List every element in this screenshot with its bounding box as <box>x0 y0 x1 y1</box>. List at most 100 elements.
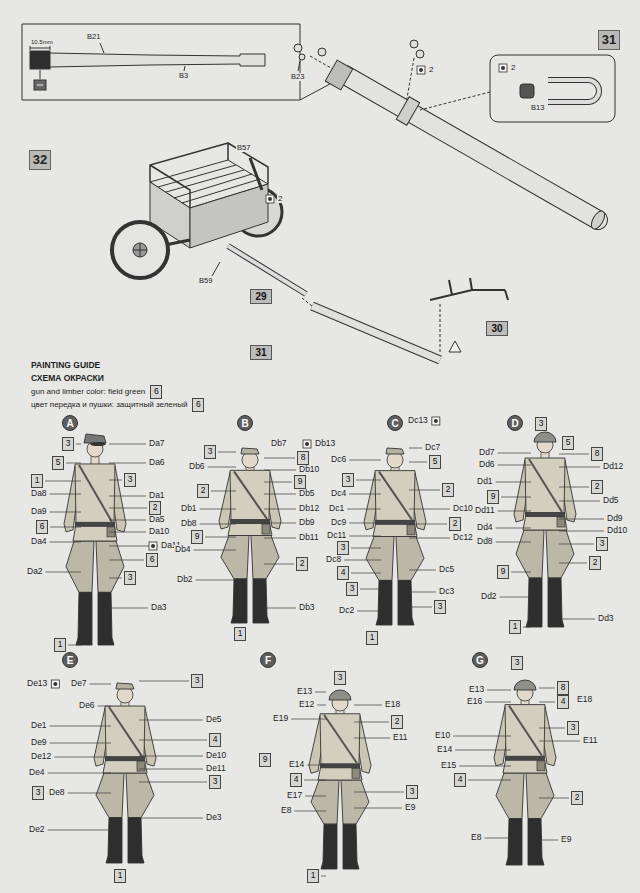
leader-line <box>68 793 111 794</box>
paint-number-box: 5 <box>52 456 64 469</box>
trail-part <box>312 306 440 360</box>
tunic <box>318 714 362 780</box>
boot <box>321 824 337 869</box>
leader-line <box>409 570 436 571</box>
part-label: De8 <box>48 788 66 797</box>
paint-number-box: 3 <box>209 775 221 788</box>
inset-frame <box>22 24 300 100</box>
belt <box>525 512 565 517</box>
boot <box>76 592 92 645</box>
node-text: 2 <box>446 484 451 494</box>
breeches <box>516 530 544 578</box>
node-text: 4 <box>341 567 346 577</box>
part-label: B59 <box>198 277 213 285</box>
leader-line <box>559 544 594 545</box>
node-text: 4 <box>213 734 218 744</box>
soldier-figure <box>309 690 371 869</box>
shackle <box>410 40 418 48</box>
part-label: E18 <box>576 695 593 704</box>
subassembly-box: 30 <box>486 321 507 336</box>
node-text: 3 <box>36 787 41 797</box>
part-label: Da9 <box>30 507 48 516</box>
part-label: E13 <box>296 687 313 696</box>
helmet <box>329 690 351 700</box>
leader-line <box>321 876 326 877</box>
node-text: 6 <box>154 386 159 396</box>
node-text: 9 <box>491 491 496 501</box>
leader-line <box>559 454 589 455</box>
paint-number-box: 4 <box>209 733 221 746</box>
limber-railing <box>150 143 268 208</box>
leader-line <box>559 619 595 620</box>
leader-line <box>360 589 381 590</box>
part-label: Dd2 <box>480 592 498 601</box>
icon-dot <box>268 197 272 201</box>
quantity-mark: 2 <box>277 195 283 204</box>
leader-line <box>109 480 122 481</box>
paint-number-box: 3 <box>124 571 136 584</box>
paint-number-box: 3 <box>334 671 346 684</box>
limber-pole-outline <box>228 246 306 294</box>
clip-outline <box>548 80 599 102</box>
part-label: E14 <box>436 745 453 754</box>
gun-barrel-outline <box>345 75 598 220</box>
leader-line <box>559 531 604 532</box>
paint-number-box: 2 <box>391 715 403 728</box>
inset-leader <box>300 84 330 100</box>
leader-line <box>264 509 296 510</box>
part-label: Dd9 <box>606 514 624 523</box>
leader-line <box>409 462 427 463</box>
leader-line <box>46 572 81 573</box>
paint-number-box: 3 <box>204 445 216 458</box>
leader-line <box>291 719 326 720</box>
leader-line <box>109 444 146 445</box>
breeches <box>251 536 279 579</box>
node-text: 2 <box>153 502 158 512</box>
part-label: Dd7 <box>478 448 496 457</box>
leader-line <box>354 722 389 723</box>
node-text: 9 <box>298 476 303 486</box>
leader-line <box>349 460 381 461</box>
leader-line <box>50 512 81 513</box>
side-cap <box>116 683 134 689</box>
leader-line <box>511 572 531 573</box>
node-text: 9 <box>195 531 200 541</box>
paint-number-box: 1 <box>54 638 66 651</box>
leader-line <box>409 592 436 593</box>
figure-letter-circle: B <box>237 415 253 431</box>
boot <box>528 819 544 865</box>
part-label: Dd4 <box>476 523 494 532</box>
gun-barrel <box>345 75 598 220</box>
leader-line <box>307 765 326 766</box>
part-rod <box>250 158 262 190</box>
node-text: 5 <box>433 456 438 466</box>
leader-line <box>294 811 326 812</box>
step-number-box: 31 <box>598 30 620 50</box>
figure-letter-circle: A <box>62 415 78 431</box>
part-label: Db10 <box>298 465 320 474</box>
node-text: 29 <box>255 291 266 302</box>
part-label: E15 <box>440 761 457 770</box>
icon-frame <box>149 542 157 550</box>
soldier-figure <box>494 680 556 865</box>
trail-part-outline <box>312 306 440 360</box>
leader-line <box>264 482 292 483</box>
node-text: 9 <box>263 754 268 764</box>
icon-frame <box>499 64 507 72</box>
paint-number-box: 3 <box>337 541 349 554</box>
shoulder-strap <box>379 472 412 520</box>
part-label: E18 <box>384 700 401 709</box>
leader-line <box>45 481 81 482</box>
leader-line <box>264 494 296 495</box>
figure-letter-circle: D <box>507 415 523 431</box>
part-label: Da3 <box>150 603 168 612</box>
leader-line <box>218 452 236 453</box>
node-text: 4 <box>294 774 299 784</box>
paint-number-box: 3 <box>511 656 523 669</box>
node-text: 30 <box>491 323 502 334</box>
soldier-figure <box>364 448 426 625</box>
leader-line <box>559 563 587 564</box>
leader-line <box>68 645 81 646</box>
leader-line <box>109 608 148 609</box>
side-cap <box>386 448 404 454</box>
